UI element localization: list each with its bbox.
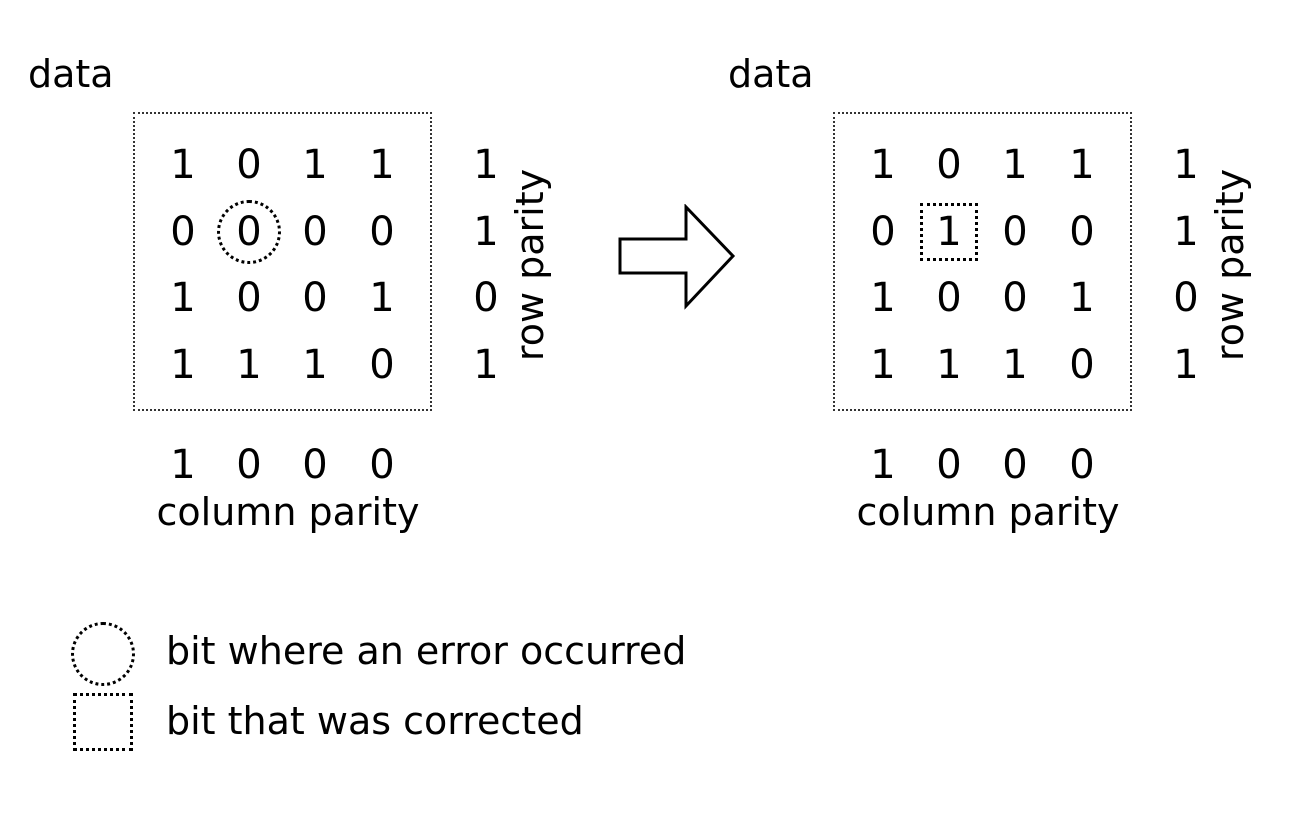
column-parity-bit: 0 xyxy=(369,442,395,488)
bit-cell: 0 xyxy=(170,209,196,255)
column-parity-label: column parity xyxy=(156,490,420,534)
bit-cell: 0 xyxy=(302,275,328,321)
row-parity-label: row parity xyxy=(1208,168,1252,362)
bit-cell: 1 xyxy=(870,275,896,321)
legend-error-text: bit where an error occurred xyxy=(166,629,687,673)
row-parity-bit: 0 xyxy=(1173,275,1199,321)
bit-cell: 1 xyxy=(870,342,896,388)
bit-cell: 0 xyxy=(1002,275,1028,321)
bit-cell: 1 xyxy=(369,142,395,188)
bit-cell: 1 xyxy=(302,142,328,188)
column-parity-label: column parity xyxy=(856,490,1120,534)
bit-cell: 0 xyxy=(236,142,262,188)
bit-cell: 0 xyxy=(1069,209,1095,255)
bit-cell: 1 xyxy=(236,342,262,388)
error-bit-cell: 0 xyxy=(217,200,281,264)
bit-cell: 1 xyxy=(1069,142,1095,188)
row-parity-label: row parity xyxy=(508,168,552,362)
dotted-circle-icon xyxy=(71,622,135,686)
bit-cell: 1 xyxy=(870,142,896,188)
bit-cell: 1 xyxy=(936,342,962,388)
column-parity-bit: 0 xyxy=(236,442,262,488)
data-matrix-box xyxy=(133,112,432,411)
bit-cell: 1 xyxy=(1002,142,1028,188)
bit-cell: 0 xyxy=(369,342,395,388)
row-parity-bit: 1 xyxy=(1173,342,1199,388)
bit-cell: 0 xyxy=(302,209,328,255)
bit-cell: 0 xyxy=(1002,209,1028,255)
bit-cell: 0 xyxy=(236,275,262,321)
row-parity-bit: 1 xyxy=(473,342,499,388)
bit-cell: 1 xyxy=(1069,275,1095,321)
row-parity-bit: 0 xyxy=(473,275,499,321)
bit-cell: 0 xyxy=(936,142,962,188)
bit-cell: 1 xyxy=(369,275,395,321)
bit-cell: 0 xyxy=(369,209,395,255)
bit-cell: 0 xyxy=(1069,342,1095,388)
column-parity-bit: 1 xyxy=(170,442,196,488)
column-parity-bit: 0 xyxy=(1069,442,1095,488)
column-parity-bit: 0 xyxy=(936,442,962,488)
column-parity-bit: 1 xyxy=(870,442,896,488)
row-parity-bit: 1 xyxy=(1173,142,1199,188)
bit-cell: 1 xyxy=(170,142,196,188)
data-matrix-box xyxy=(833,112,1132,411)
data-label: data xyxy=(728,52,814,96)
corrected-bit-cell: 1 xyxy=(920,203,978,261)
bit-cell: 1 xyxy=(170,275,196,321)
row-parity-bit: 1 xyxy=(473,142,499,188)
column-parity-bit: 0 xyxy=(302,442,328,488)
bit-cell: 1 xyxy=(302,342,328,388)
bit-cell: 0 xyxy=(936,275,962,321)
bit-cell: 1 xyxy=(1002,342,1028,388)
data-label: data xyxy=(28,52,114,96)
legend-corrected-text: bit that was corrected xyxy=(166,699,584,743)
right-arrow-icon xyxy=(618,204,736,310)
bit-cell: 1 xyxy=(170,342,196,388)
row-parity-bit: 1 xyxy=(1173,209,1199,255)
bit-cell: 0 xyxy=(870,209,896,255)
column-parity-bit: 0 xyxy=(1002,442,1028,488)
row-parity-bit: 1 xyxy=(473,209,499,255)
dotted-square-icon xyxy=(73,693,133,751)
